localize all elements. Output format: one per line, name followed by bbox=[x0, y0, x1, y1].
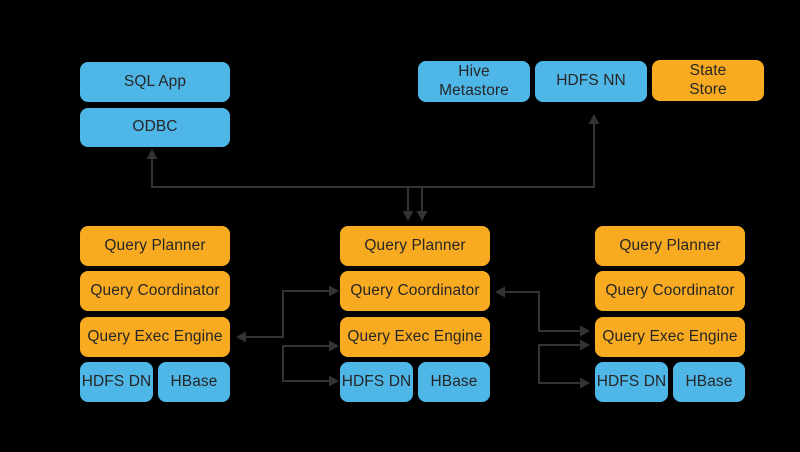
hive-metastore-label: Hive Metastore bbox=[439, 62, 509, 99]
node-query-coordinator-left: Query Coordinator bbox=[80, 271, 230, 311]
node-hdfs-nn: HDFS NN bbox=[535, 61, 647, 102]
connector-lines bbox=[151, 123, 595, 384]
node-hdfs-dn-middle: HDFS DN bbox=[340, 362, 413, 402]
query-planner-label: Query Planner bbox=[104, 236, 206, 254]
node-query-coordinator-right: Query Coordinator bbox=[595, 271, 745, 311]
arrowhead-right-mid-coordinator bbox=[329, 285, 339, 297]
node-odbc: ODBC bbox=[80, 108, 230, 147]
node-query-exec-engine-right: Query Exec Engine bbox=[595, 317, 745, 357]
node-query-exec-engine-left: Query Exec Engine bbox=[80, 317, 230, 357]
hbase-label: HBase bbox=[170, 372, 218, 390]
query-coordinator-label: Query Coordinator bbox=[350, 281, 480, 299]
query-coordinator-label: Query Coordinator bbox=[90, 281, 220, 299]
node-hive-metastore: Hive Metastore bbox=[418, 61, 530, 102]
arrowhead-left-left-exec bbox=[236, 331, 246, 343]
arrowhead-left-mid-coordinator bbox=[495, 286, 505, 298]
node-hbase-middle: HBase bbox=[418, 362, 490, 402]
query-exec-engine-label: Query Exec Engine bbox=[347, 327, 483, 345]
node-hdfs-dn-left: HDFS DN bbox=[80, 362, 153, 402]
node-query-exec-engine-middle: Query Exec Engine bbox=[340, 317, 490, 357]
arrowhead-down-planner-1 bbox=[402, 211, 414, 221]
hdfs-dn-label: HDFS DN bbox=[341, 372, 412, 390]
odbc-label: ODBC bbox=[132, 118, 178, 136]
connector-arrowheads bbox=[146, 114, 600, 389]
query-exec-engine-label: Query Exec Engine bbox=[602, 327, 738, 345]
hbase-label: HBase bbox=[430, 372, 478, 390]
node-query-planner-left: Query Planner bbox=[80, 226, 230, 266]
node-hbase-left: HBase bbox=[158, 362, 230, 402]
arrowhead-down-planner-2 bbox=[416, 211, 428, 221]
node-sql-app: SQL App bbox=[80, 62, 230, 102]
query-coordinator-label: Query Coordinator bbox=[605, 281, 735, 299]
arrowhead-up-odbc bbox=[146, 149, 158, 159]
left-junction-lower-elbow bbox=[282, 345, 330, 382]
hdfs-dn-label: HDFS DN bbox=[596, 372, 667, 390]
state-store-label: State Store bbox=[689, 61, 727, 98]
query-planner-label: Query Planner bbox=[364, 236, 466, 254]
sql-app-label: SQL App bbox=[123, 72, 187, 90]
node-state-store: State Store bbox=[652, 60, 764, 101]
right-junction-lower-elbow bbox=[538, 344, 581, 384]
arrowhead-up-hdfs-nn bbox=[588, 114, 600, 124]
hbase-label: HBase bbox=[685, 372, 733, 390]
arrowhead-right-mid-exec bbox=[329, 340, 339, 352]
node-query-coordinator-middle: Query Coordinator bbox=[340, 271, 490, 311]
hdfs-dn-label: HDFS DN bbox=[81, 372, 152, 390]
left-junction-upper-elbow bbox=[245, 290, 330, 338]
arrowhead-right-right-exec-2 bbox=[580, 339, 590, 351]
hdfs-nn-label: HDFS NN bbox=[556, 72, 626, 90]
arrowhead-right-right-hdfsdn bbox=[580, 377, 590, 389]
node-hdfs-dn-right: HDFS DN bbox=[595, 362, 668, 402]
arrowhead-right-mid-hdfsdn bbox=[329, 375, 339, 387]
right-junction-upper-elbow bbox=[504, 291, 581, 332]
query-exec-engine-label: Query Exec Engine bbox=[87, 327, 223, 345]
arrowhead-right-right-exec-1 bbox=[580, 325, 590, 337]
node-query-planner-middle: Query Planner bbox=[340, 226, 490, 266]
node-query-planner-right: Query Planner bbox=[595, 226, 745, 266]
node-hbase-right: HBase bbox=[673, 362, 745, 402]
query-planner-label: Query Planner bbox=[619, 236, 721, 254]
